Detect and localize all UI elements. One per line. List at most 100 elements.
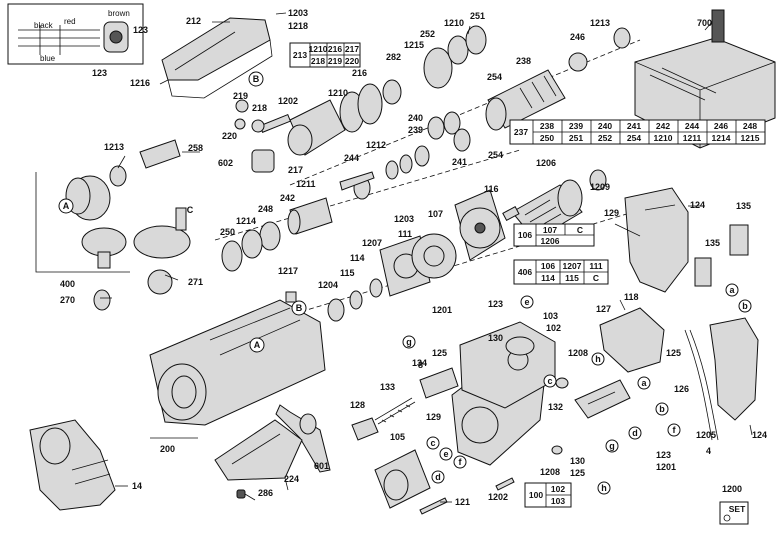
ring-114	[369, 278, 383, 298]
piston-134	[419, 367, 459, 399]
part-251: 251	[470, 11, 485, 21]
kit-237-r2c8: 1215	[741, 133, 760, 143]
part-105: 105	[390, 432, 405, 442]
kit-237-r2c1: 250	[540, 133, 554, 143]
part-602: 602	[218, 158, 233, 168]
part-1212: 1212	[366, 140, 386, 150]
leader-lines	[100, 12, 753, 503]
part-400: 400	[60, 279, 75, 289]
part-1201a: 1201	[432, 305, 452, 315]
callout-a1: a	[729, 285, 735, 295]
part-121: 121	[455, 497, 470, 507]
part-8: 8	[418, 360, 423, 370]
part-1217: 1217	[278, 266, 298, 276]
part-244: 244	[344, 153, 359, 163]
kit-237-r1c8: 248	[743, 121, 757, 131]
part-129b: 129	[426, 412, 441, 422]
part-1206: 1206	[536, 158, 556, 168]
part-1203a: 1203	[288, 8, 308, 18]
part-1215: 1215	[404, 40, 424, 50]
part-123b: 123	[92, 68, 107, 78]
part-1200: 1200	[722, 484, 742, 494]
kit-406-r2c3: C	[593, 273, 599, 283]
part-123d: 123	[656, 450, 671, 460]
part-220: 220	[222, 131, 237, 141]
part-248: 248	[258, 204, 273, 214]
part-1203b: 1203	[394, 214, 414, 224]
callout-B1: B	[253, 74, 260, 84]
o-rings-middle	[339, 145, 430, 200]
kit-237-r1c4: 241	[627, 121, 641, 131]
callout-f1: f	[673, 425, 677, 435]
part-125a: 125	[432, 348, 447, 358]
part-107: 107	[428, 209, 443, 219]
part-130a: 130	[488, 333, 503, 343]
callout-e1: e	[524, 297, 529, 307]
part-200: 200	[160, 444, 175, 454]
screw-286	[236, 489, 246, 499]
chisel-bit	[275, 404, 331, 473]
kit-237-r2c5: 1210	[654, 133, 673, 143]
part-135a: 135	[736, 201, 751, 211]
part-1213b: 1213	[104, 142, 124, 152]
part-242: 242	[280, 193, 295, 203]
part-1207: 1207	[362, 238, 382, 248]
part-252: 252	[420, 29, 435, 39]
part-132: 132	[548, 402, 563, 412]
kit-106-r1c1: 107	[543, 225, 557, 235]
rear-handle-124a	[624, 187, 689, 293]
set-badge-text: SET	[729, 504, 746, 514]
ring-219	[235, 99, 249, 113]
kit-table-106	[513, 223, 595, 247]
part-125b: 125	[666, 348, 681, 358]
kit-213-label: 213	[293, 50, 307, 60]
part-129a: 129	[604, 208, 619, 218]
side-handle	[29, 419, 116, 511]
kit-237-r1c3: 240	[598, 121, 612, 131]
assembly-axis-middle	[214, 149, 521, 241]
callout-C: C	[187, 205, 194, 215]
kit-213-r1c3: 217	[345, 44, 359, 54]
part-124a: 124	[690, 200, 705, 210]
callout-d2: d	[435, 472, 441, 482]
ring-218	[251, 119, 265, 133]
ring-220	[234, 118, 246, 130]
kit-237-r1c7: 246	[714, 121, 728, 131]
part-1208b: 1208	[540, 467, 560, 477]
kit-100-r2: 103	[551, 496, 565, 506]
part-224: 224	[284, 474, 299, 484]
wire-blue-label: blue	[40, 54, 56, 63]
fan-107	[411, 233, 457, 279]
spring-133	[374, 397, 416, 425]
part-134: 134	[412, 358, 427, 368]
part-116: 116	[484, 184, 499, 194]
part-130b: 130	[570, 456, 585, 466]
part-254b: 254	[488, 150, 503, 160]
bushing-602	[251, 149, 275, 173]
part-127: 127	[596, 304, 611, 314]
part-111: 111	[398, 229, 412, 239]
kit-237-label: 237	[514, 127, 528, 137]
callout-g1: g	[406, 337, 412, 347]
kit-106-label: 106	[518, 230, 532, 240]
part-254a: 254	[487, 72, 502, 82]
kit-237-r2c6: 1211	[683, 133, 702, 143]
kit-213-r1c2: 216	[328, 44, 342, 54]
part-1204: 1204	[318, 280, 338, 290]
part-4: 4	[706, 446, 711, 456]
set-badge	[719, 501, 749, 525]
part-1216: 1216	[130, 78, 150, 88]
part-1218: 1218	[288, 21, 308, 31]
part-271: 271	[188, 277, 203, 287]
part-241: 241	[452, 157, 467, 167]
kit-406-r2c1: 114	[541, 273, 555, 283]
part-123a: 123	[133, 25, 148, 35]
part-128: 128	[350, 400, 365, 410]
kit-213-r1c1: 1210	[309, 44, 328, 54]
part-212: 212	[186, 16, 201, 26]
wire-black-label: black	[34, 21, 54, 30]
kit-237-r2c4: 254	[627, 133, 641, 143]
ring-1208b	[551, 445, 563, 455]
bottom-cover	[214, 419, 303, 481]
kit-100-label: 100	[529, 490, 543, 500]
